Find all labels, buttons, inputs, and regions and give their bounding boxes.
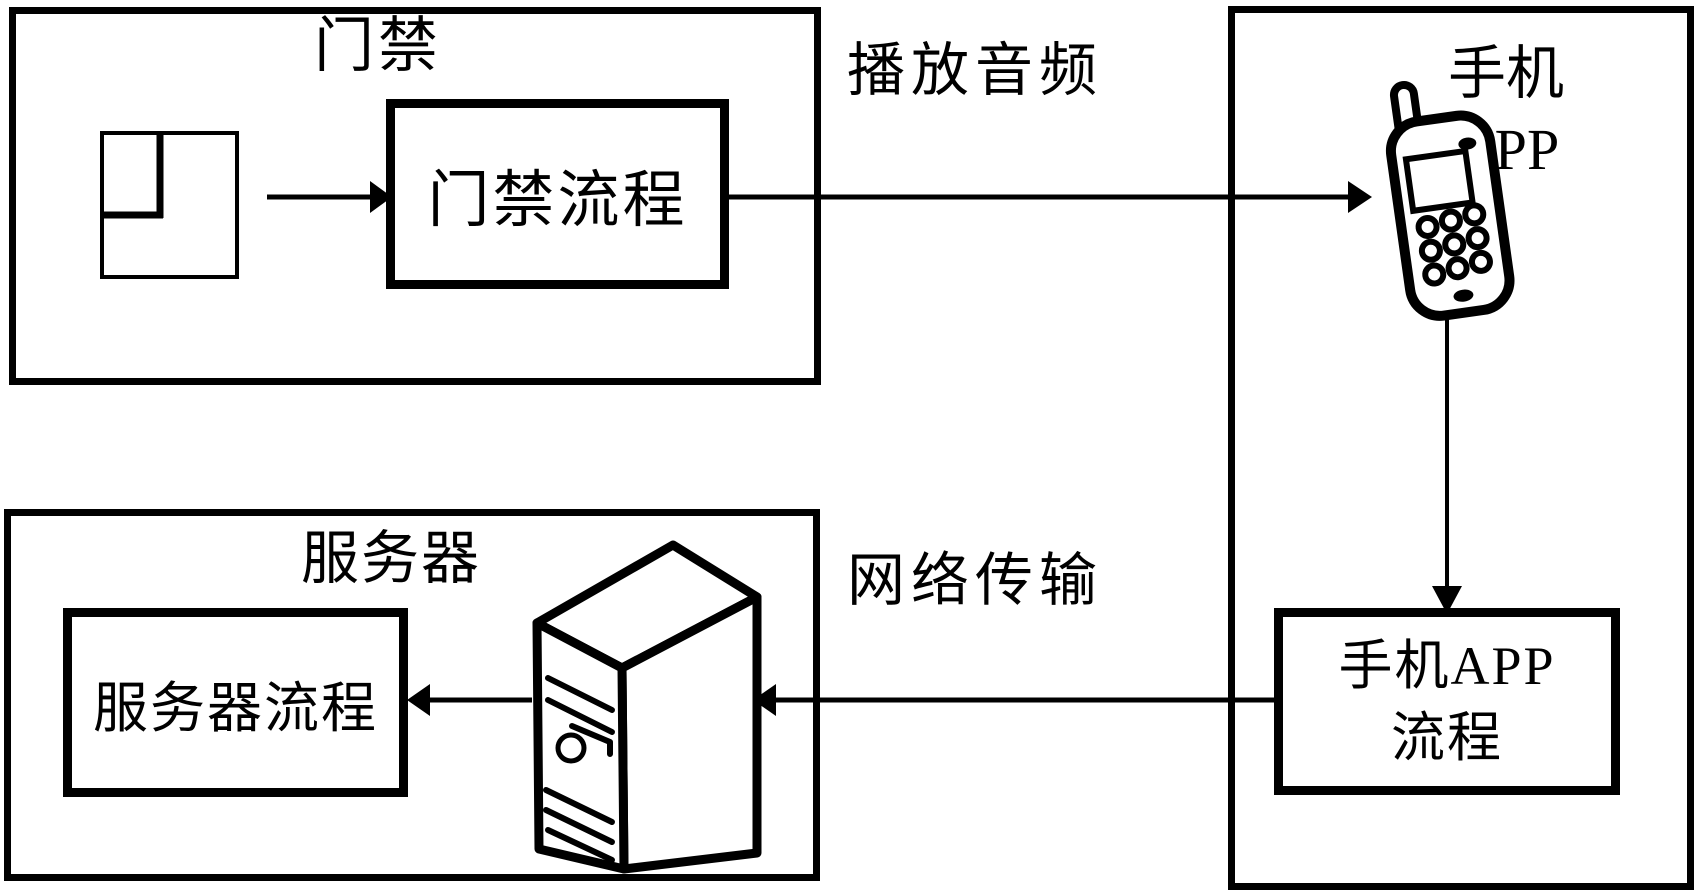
server-process-label: 服务器流程 xyxy=(93,663,378,743)
server-title: 服务器 xyxy=(296,528,486,591)
phone-process-box: 手机APP 流程 xyxy=(1274,608,1620,795)
network-arrow-label: 网络传输 xyxy=(842,550,1108,613)
access-title: 门禁 xyxy=(308,14,448,79)
network-arrow xyxy=(753,684,1278,716)
phone-title-line1: 手机 xyxy=(1426,36,1586,112)
phone-process-label-line2: 流程 xyxy=(1391,702,1503,774)
phone-title-line2: APP xyxy=(1426,112,1586,188)
audio-arrow-label: 播放音频 xyxy=(842,40,1108,103)
access-process-box: 门禁流程 xyxy=(386,99,729,289)
server-process-box: 服务器流程 xyxy=(63,608,408,797)
phone-title: 手机 APP xyxy=(1426,36,1586,188)
access-process-label: 门禁流程 xyxy=(427,149,687,239)
phone-process-label-line1: 手机APP xyxy=(1338,630,1555,702)
